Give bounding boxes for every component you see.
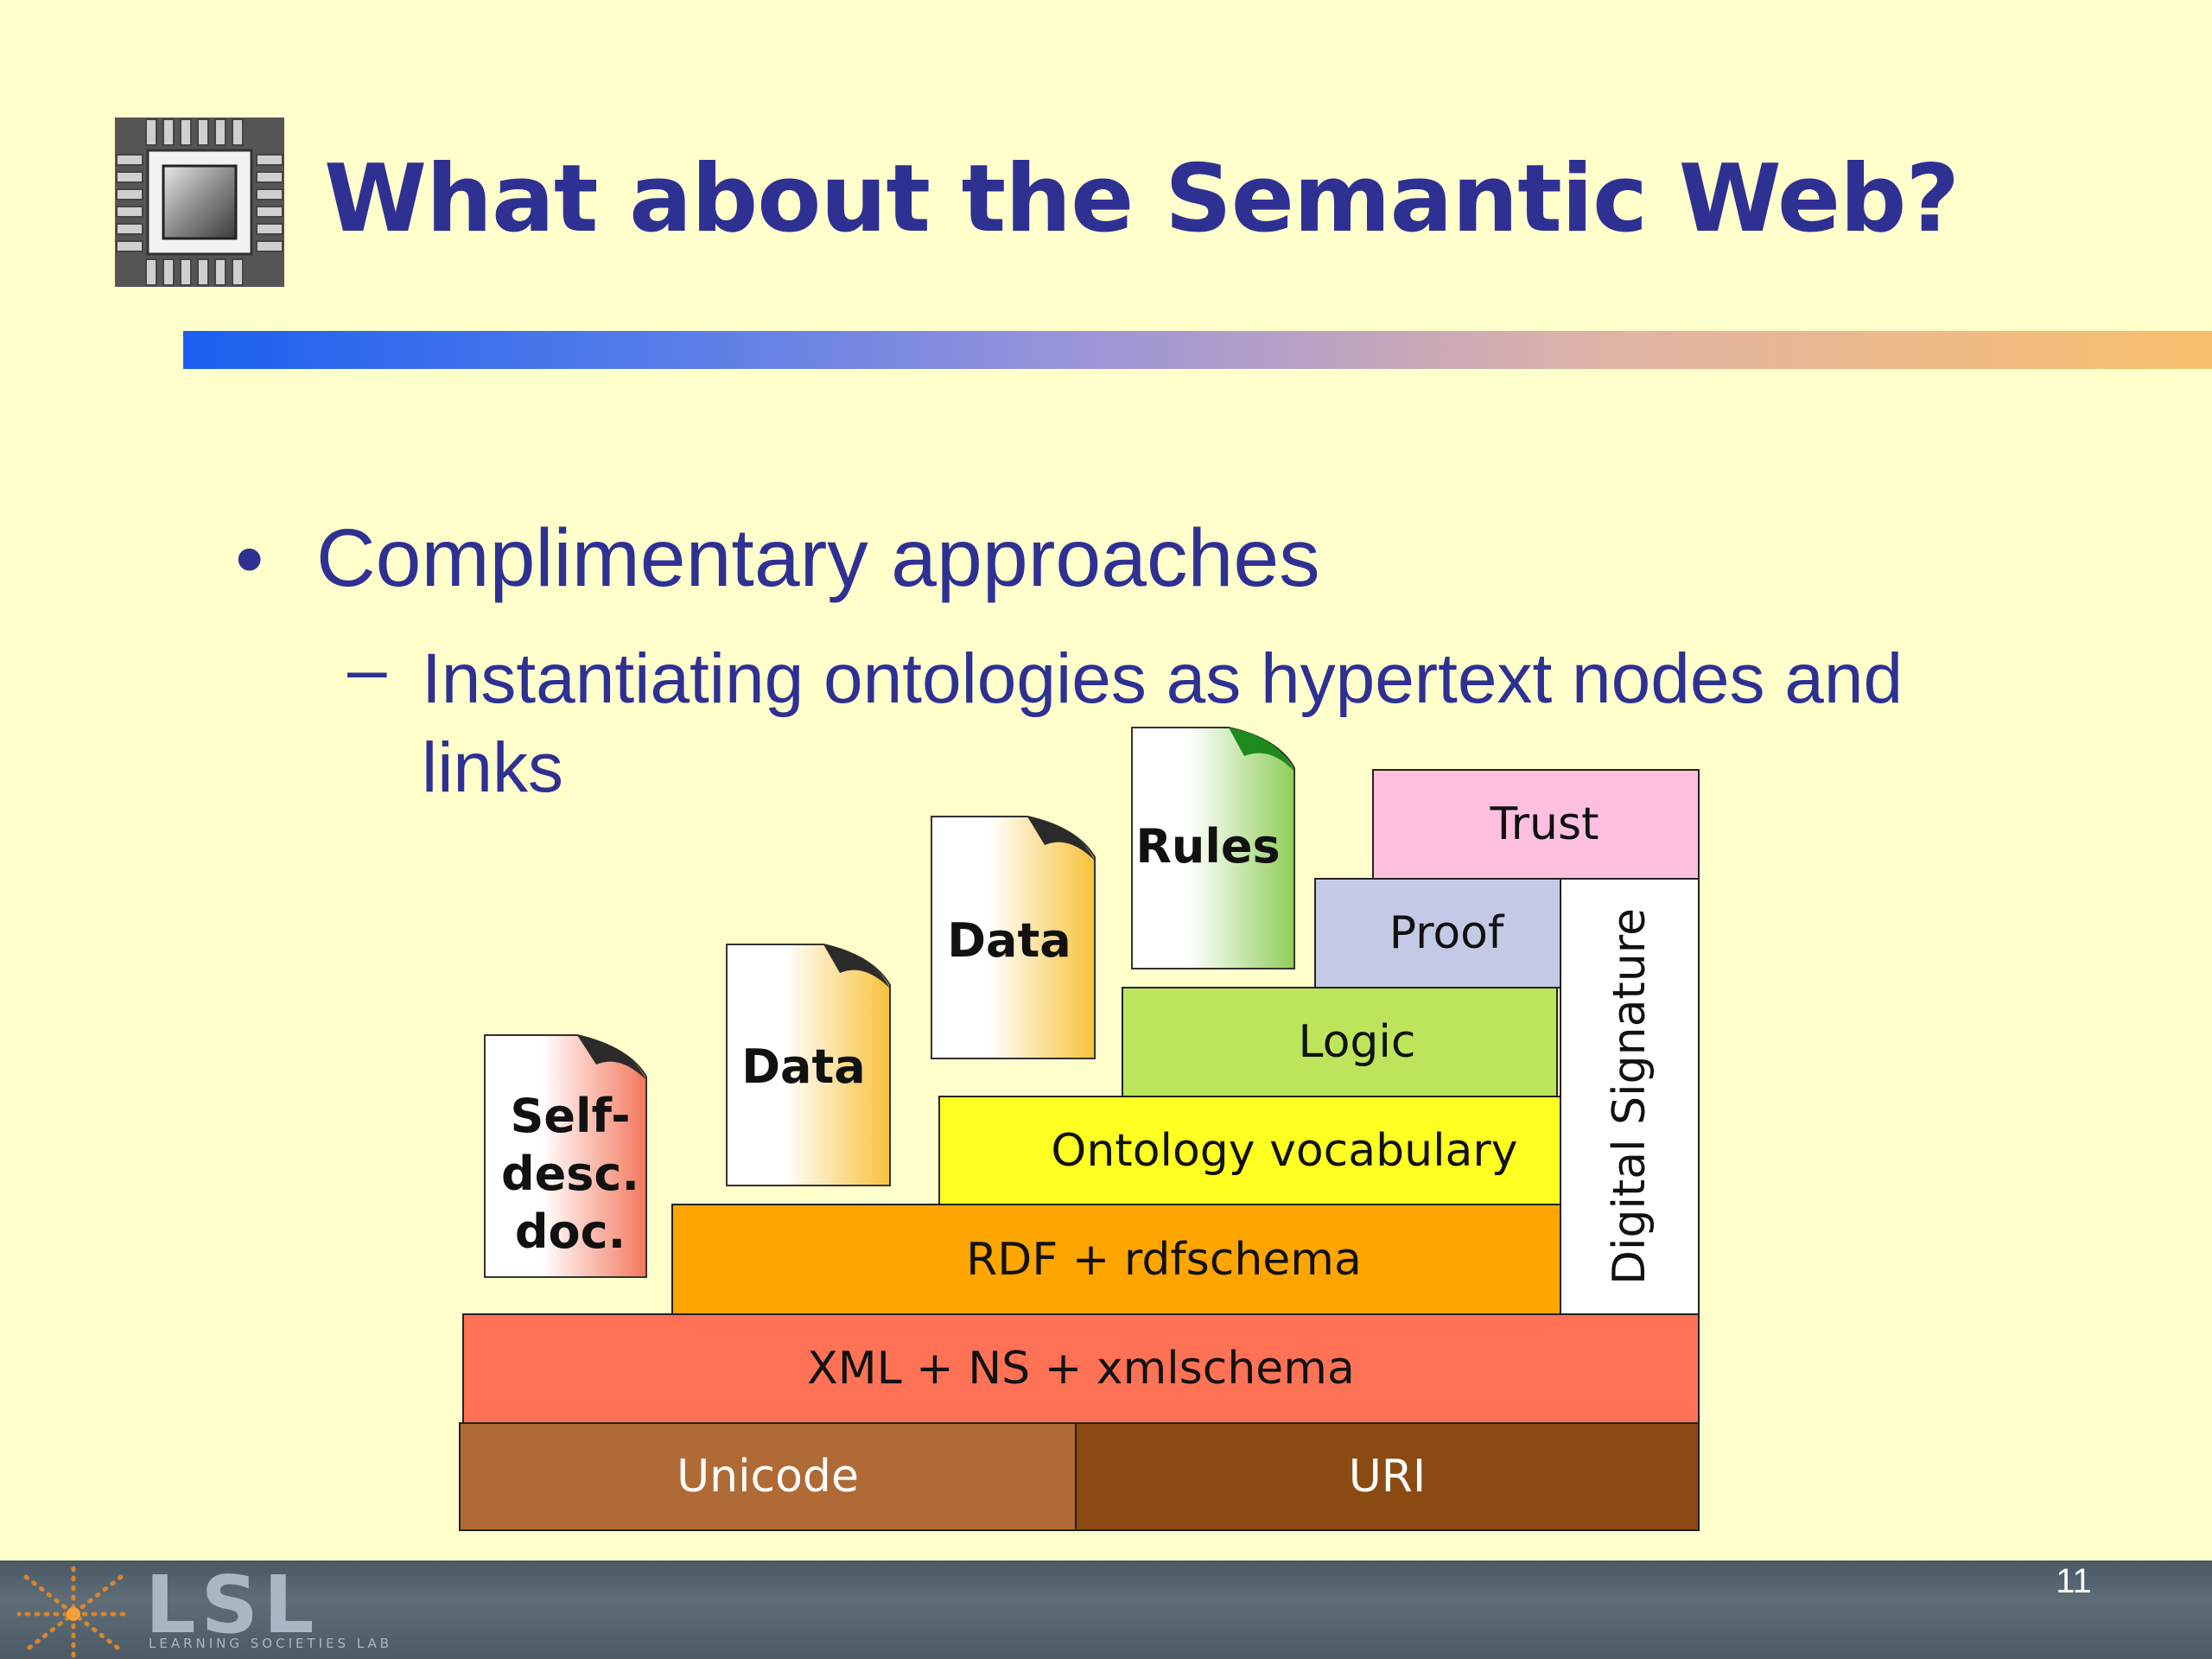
layer-ontology: Ontology vocabulary xyxy=(938,1096,1561,1205)
doc-data-2-label: Data xyxy=(947,913,1071,968)
self-desc-doc-icon: Self- desc. doc. xyxy=(484,1034,647,1278)
layer-digital-signature: Digital Signature xyxy=(1560,878,1700,1315)
slide-title: What about the Semantic Web? xyxy=(324,145,1960,253)
doc-rules-label: Rules xyxy=(1135,819,1280,874)
doc-data-1-label: Data xyxy=(741,1039,866,1094)
rules-doc-icon: Rules xyxy=(1131,727,1295,969)
layer-logic: Logic xyxy=(1122,987,1558,1097)
data-doc-icon-1: Data xyxy=(726,944,891,1186)
lsl-logo-subtitle: LEARNING SOCIETIES LAB xyxy=(149,1636,393,1651)
page-number: 11 xyxy=(2056,1562,2092,1600)
subbullet-text: Instantiating ontologies as hypertext no… xyxy=(422,639,1904,807)
title-gradient-rule xyxy=(183,331,2212,369)
layer-unicode: Unicode xyxy=(459,1422,1077,1531)
layer-trust: Trust xyxy=(1372,769,1700,880)
chip-icon xyxy=(115,118,284,287)
layer-proof: Proof xyxy=(1314,878,1561,988)
lsl-star-logo-icon xyxy=(17,1566,130,1659)
layer-rdf: RDF + rdfschema xyxy=(671,1204,1561,1315)
data-doc-icon-2: Data xyxy=(931,816,1096,1059)
doc-self-desc-line-2: desc. xyxy=(501,1147,639,1201)
doc-self-desc-line-1: Self- xyxy=(511,1089,631,1143)
footer-bar xyxy=(0,1560,2212,1659)
doc-self-desc-line-3: doc. xyxy=(515,1205,626,1259)
layer-uri: URI xyxy=(1075,1422,1700,1531)
lsl-logo: LSL xyxy=(145,1559,320,1651)
dash-icon: – xyxy=(347,630,387,709)
bullet-icon: • xyxy=(235,513,264,605)
bullet-text: Complimentary approaches xyxy=(316,512,1320,604)
